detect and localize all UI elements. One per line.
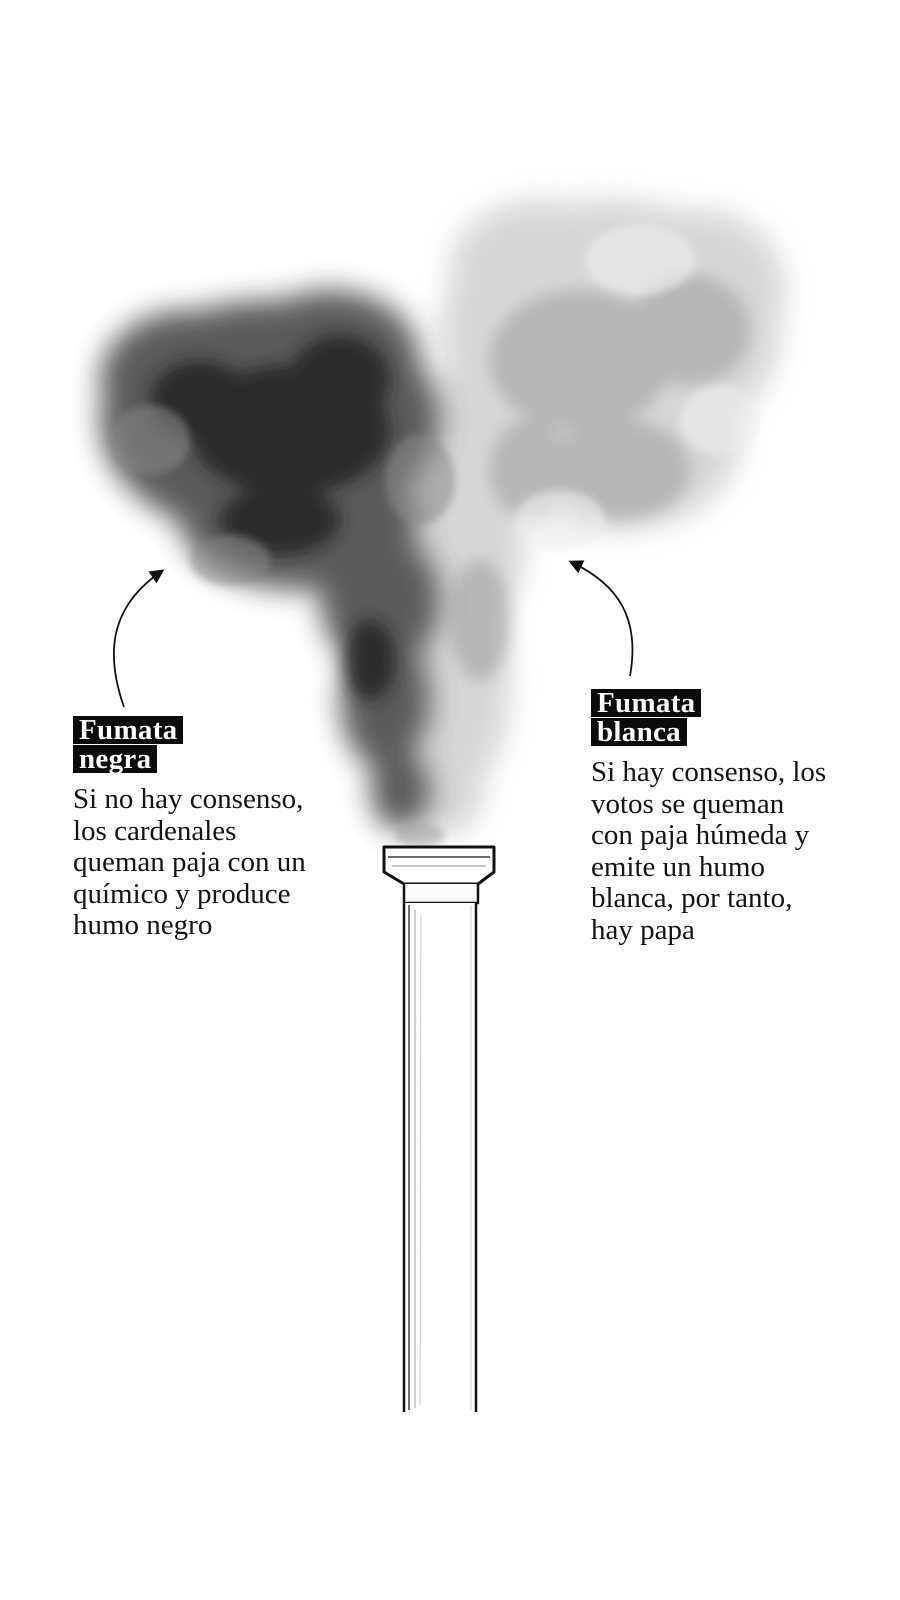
smoke-wisp bbox=[395, 823, 445, 847]
description-line: Si hay consenso, los bbox=[591, 756, 827, 788]
description-line: emite un humo bbox=[591, 850, 765, 883]
arrow-to-black-smoke bbox=[112, 569, 165, 708]
description-line: con paja húmeda y bbox=[591, 819, 810, 851]
callout-fumata-blanca: Fumata blanca Si hay consenso, los votos… bbox=[591, 689, 891, 946]
description-line: hay papa bbox=[591, 913, 695, 946]
callout-title-line: negra bbox=[73, 745, 158, 774]
callout-fumata-negra: Fumata negra Si no hay consenso, los car… bbox=[73, 716, 373, 942]
arrow-to-white-smoke bbox=[568, 560, 634, 677]
black-smoke-cloud bbox=[100, 290, 455, 830]
description-line: los cardenales bbox=[73, 814, 237, 847]
description-line: votos se queman bbox=[591, 787, 785, 820]
callout-description: Si no hay consenso, los cardenales quema… bbox=[73, 783, 373, 942]
chimney bbox=[382, 845, 496, 1412]
callout-title-line: blanca bbox=[591, 718, 687, 747]
callout-description: Si hay consenso, los votos se queman con… bbox=[591, 756, 891, 946]
description-line: humo negro bbox=[73, 909, 213, 941]
callout-title-line: Fumata bbox=[591, 689, 702, 718]
callout-title-line: Fumata bbox=[73, 716, 184, 745]
white-smoke-cloud bbox=[407, 200, 785, 835]
description-line: blanca, por tanto, bbox=[591, 882, 793, 914]
description-line: químico y produce bbox=[73, 877, 291, 910]
description-line: queman paja con un bbox=[73, 846, 306, 878]
description-line: Si no hay consenso, bbox=[73, 783, 304, 815]
